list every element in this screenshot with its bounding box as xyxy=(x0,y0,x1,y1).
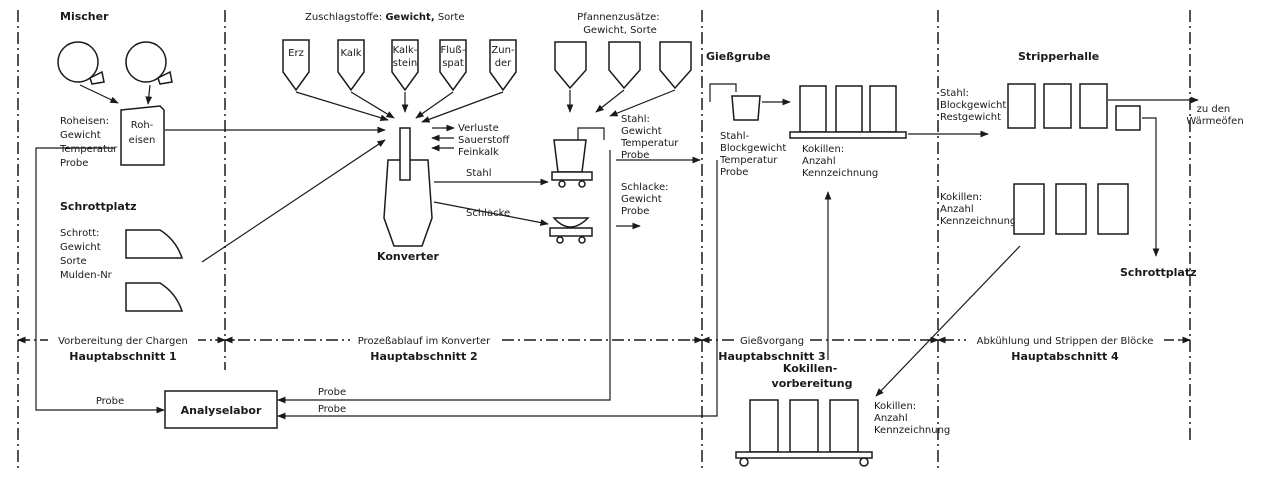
waermeofen-label: zu den Wärmeöfen xyxy=(1186,104,1243,127)
kokillen-info-2: Kokillen: Anzahl Kennzeichnung xyxy=(940,192,1016,227)
giess-info: Stahl- Blockgewicht Temperatur Probe xyxy=(719,131,789,178)
stripped-blocks xyxy=(1007,83,1108,129)
phase-2-title: Hauptabschnitt 2 xyxy=(370,350,477,363)
scrap-trough xyxy=(125,229,184,259)
strip-info: Stahl: Blockgewicht Restgewicht xyxy=(940,88,1009,123)
kok-vorb-title: Kokillen- vorbereitung xyxy=(772,362,853,390)
analyselabor-label: Analyselabor xyxy=(181,404,262,417)
mixer-vessel xyxy=(125,41,173,85)
mischer-title: Mischer xyxy=(60,10,109,23)
stahl-info: Stahl: Gewicht Temperatur Probe xyxy=(620,114,682,161)
phase-2-label: Prozeßablauf im Konverter xyxy=(358,336,491,347)
mixer-vessel xyxy=(57,41,105,85)
roheisen-info: Roheisen: Gewicht Temperatur Probe xyxy=(59,116,121,169)
probe-label-3: Probe xyxy=(318,404,346,415)
svg-text:spat: spat xyxy=(442,58,464,69)
svg-text:Kalk: Kalk xyxy=(340,48,361,59)
hopper xyxy=(554,41,587,90)
pfannen-title: Pfannenzusätze: Gewicht, Sorte xyxy=(577,12,663,36)
zuschlag-title: Zuschlagstoffe: Gewicht, Sorte xyxy=(305,12,464,23)
hopper: Zun- der xyxy=(489,39,517,92)
phase-3-label: Gießvorgang xyxy=(740,336,804,347)
giessgrube-title: Gießgrube xyxy=(706,50,771,63)
roheisen-box: Roh- eisen xyxy=(120,105,165,166)
phase-3-title: Hauptabschnitt 3 xyxy=(718,350,825,363)
analyselabor-box xyxy=(164,390,278,429)
phase-4-title: Hauptabschnitt 4 xyxy=(1011,350,1119,363)
phase-1-title: Hauptabschnitt 1 xyxy=(69,350,176,363)
svg-text:stein: stein xyxy=(393,58,417,69)
svg-text:Zun-: Zun- xyxy=(491,45,515,56)
svg-text:Kalk-: Kalk- xyxy=(393,45,418,56)
kokillen-info-1: Kokillen: Anzahl Kennzeichnung xyxy=(802,144,878,179)
slag-car xyxy=(549,217,593,244)
svg-text:eisen: eisen xyxy=(129,135,156,146)
hopper: Kalk xyxy=(337,39,365,92)
schrottplatz-2: Schrottplatz xyxy=(1120,266,1197,279)
svg-text:Fluß-: Fluß- xyxy=(441,45,466,56)
svg-text:Roh-: Roh- xyxy=(131,120,154,131)
scrap-trough xyxy=(125,282,184,312)
probe-label-1: Probe xyxy=(96,396,124,407)
small-block xyxy=(1115,105,1141,131)
verluste-info: Verluste Sauerstoff Feinkalk xyxy=(458,123,512,158)
schlacke-label: Schlacke xyxy=(466,208,510,219)
probe-label-2: Probe xyxy=(318,387,346,398)
converter xyxy=(383,127,433,247)
hopper: Kalk- stein xyxy=(391,39,419,92)
mold-platform xyxy=(789,85,907,139)
konverter-label: Konverter xyxy=(377,250,439,263)
svg-text:Erz: Erz xyxy=(288,48,304,59)
hopper: Fluß- spat xyxy=(439,39,467,92)
schrott-info: Schrott: Gewicht Sorte Mulden-Nr xyxy=(60,228,113,281)
schlacke-info: Schlacke: Gewicht Probe xyxy=(621,182,672,217)
hopper: Erz xyxy=(282,39,310,92)
steel-ladle-car xyxy=(551,127,605,188)
kokillen-info-3: Kokillen: Anzahl Kennzeichnung xyxy=(874,401,950,436)
schrottplatz-title: Schrottplatz xyxy=(60,200,137,213)
hopper xyxy=(659,41,692,90)
mold-car xyxy=(735,399,873,467)
svg-text:der: der xyxy=(495,58,513,69)
stripperhalle-title: Stripperhalle xyxy=(1018,50,1099,63)
phase-4-label: Abkühlung und Strippen der Blöcke xyxy=(977,336,1154,347)
empty-molds xyxy=(1013,183,1129,235)
stahl-label: Stahl xyxy=(466,168,492,179)
phase-1-label: Vorbereitung der Chargen xyxy=(58,336,188,347)
hopper xyxy=(608,41,641,90)
casting-ladle xyxy=(709,83,761,121)
